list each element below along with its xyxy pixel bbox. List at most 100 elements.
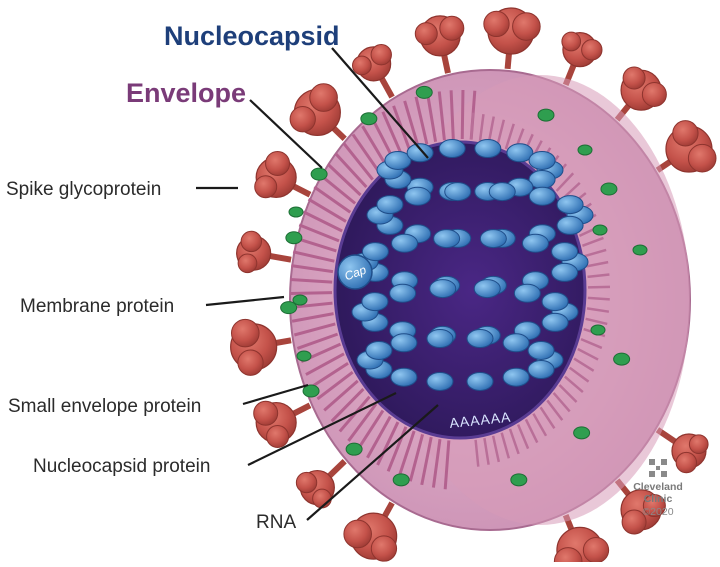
spike-lobe <box>344 520 372 548</box>
membrane-protein <box>286 232 302 244</box>
spike-lobe <box>673 121 698 146</box>
nucleocapsid-protein-bead <box>475 140 501 158</box>
spike-lobe <box>371 45 391 65</box>
rna-label: RNA <box>256 512 296 533</box>
spike-glycoprotein <box>415 16 464 73</box>
nucleocapsid-protein-bead <box>467 372 493 390</box>
nucleocapsid-protein-bead <box>557 216 583 234</box>
membrane-protein <box>416 86 432 98</box>
nucleocapsid-protein-bead <box>489 183 515 201</box>
nucleocapsid-protein-bead <box>528 341 554 359</box>
nucleocapsid-protein-bead <box>480 230 506 248</box>
membrane-protein <box>361 113 377 125</box>
membrane-protein <box>538 109 554 121</box>
nucleocapsid-protein-bead <box>445 183 471 201</box>
nucleocapsid-protein-bead <box>366 341 392 359</box>
nucleocapsid-protein-bead <box>391 334 417 352</box>
spike-glycoprotein <box>344 503 397 561</box>
spike-glycoprotein <box>231 319 291 375</box>
spike-lobe <box>676 452 696 472</box>
nucleocapsid-protein-bead <box>392 234 418 252</box>
spike-glycoprotein <box>484 8 540 69</box>
spike-lobe <box>238 254 257 273</box>
nucleocapsid-protein-bead <box>377 196 403 214</box>
membrane-protein <box>311 168 327 180</box>
nucleocapsid-protein-bead <box>390 284 416 302</box>
spike-glycoprotein <box>562 32 602 85</box>
nucleocapsid-protein-bead <box>542 293 568 311</box>
nucleocapsid-protein-bead <box>503 334 529 352</box>
spike-lobe <box>583 537 608 562</box>
envelope-protein <box>591 325 605 335</box>
spike-lobe <box>238 350 263 375</box>
spike-lobe <box>255 176 277 198</box>
nucleocapsid-protein-bead <box>391 368 417 386</box>
membrane-protein <box>393 474 409 486</box>
spike-glycoprotein <box>290 84 345 139</box>
spike-lobe <box>296 472 316 492</box>
small-envelope-protein-label: Small envelope protein <box>8 396 201 417</box>
spike-lobe <box>582 40 602 60</box>
logo-line2: Clinic <box>644 493 673 505</box>
nucleocapsid-protein-bead <box>430 280 456 298</box>
spike-glycoprotein <box>353 45 393 98</box>
envelope-protein <box>633 245 647 255</box>
envelope-protein <box>578 145 592 155</box>
spike-glycoprotein <box>237 231 291 272</box>
spike-lobe <box>688 144 716 172</box>
nucleocapsid-protein-bead <box>362 243 388 261</box>
nucleocapsid-protein-bead <box>552 263 578 281</box>
spike-lobe <box>371 536 396 561</box>
nucleocapsid-protein-bead <box>522 234 548 252</box>
nucleocapsid-protein-bead <box>439 140 465 158</box>
membrane-protein <box>601 183 617 195</box>
nucleocapsid-protein-bead <box>529 187 555 205</box>
nucleocapsid-protein-bead <box>528 361 554 379</box>
spike-lobe <box>642 82 666 106</box>
membrane-protein-label: Membrane protein <box>20 296 174 317</box>
spike-lobe <box>484 11 509 36</box>
membrane-leader <box>206 297 284 305</box>
spike-glycoprotein <box>255 151 310 197</box>
membrane-protein <box>574 427 590 439</box>
envelope-title: Envelope <box>126 78 246 108</box>
envelope-protein <box>593 225 607 235</box>
spike-lobe <box>254 401 278 425</box>
spike-lobe <box>689 435 708 454</box>
envelope-protein <box>293 295 307 305</box>
nucleocapsid-protein-bead <box>467 330 493 348</box>
nucleocapsid-protein-label: Nucleocapsid protein <box>33 456 210 477</box>
lipid-tick <box>290 293 332 294</box>
spike-lobe <box>562 32 581 51</box>
nucleocapsid-protein-bead <box>542 313 568 331</box>
envelope-protein <box>289 207 303 217</box>
nucleocapsid-protein-bead <box>529 151 555 169</box>
spike-lobe <box>310 84 338 112</box>
spike-glycoprotein <box>254 401 310 447</box>
nucleocapsid-protein-bead <box>405 187 431 205</box>
nucleocapsid-protein-bead <box>552 243 578 261</box>
spike-lobe <box>266 151 290 175</box>
nucleocapsid-protein-bead <box>362 293 388 311</box>
spike-lobe <box>415 23 437 45</box>
membrane-protein <box>614 353 630 365</box>
lipid-tick <box>462 90 463 139</box>
nucleocapsid-protein-bead <box>407 144 433 162</box>
spike-lobe <box>623 67 645 89</box>
spike-lobe <box>513 13 541 41</box>
spike-glycoprotein <box>296 461 344 508</box>
cap-marker: Cap <box>338 255 372 289</box>
nucleocapsid-protein-bead <box>427 330 453 348</box>
nucleocapsid-protein-bead <box>514 284 540 302</box>
nucleocapsid-protein-bead <box>557 196 583 214</box>
spike-glycoprotein-label: Spike glycoprotein <box>6 179 161 200</box>
nucleocapsid-protein-bead <box>427 372 453 390</box>
nucleocapsid-protein-bead <box>503 368 529 386</box>
spike-glycoprotein <box>657 121 716 172</box>
lipid-tick <box>588 298 610 299</box>
nucleocapsid-protein-bead <box>434 230 460 248</box>
spike-lobe <box>353 56 372 75</box>
spike-glycoprotein <box>617 67 666 120</box>
